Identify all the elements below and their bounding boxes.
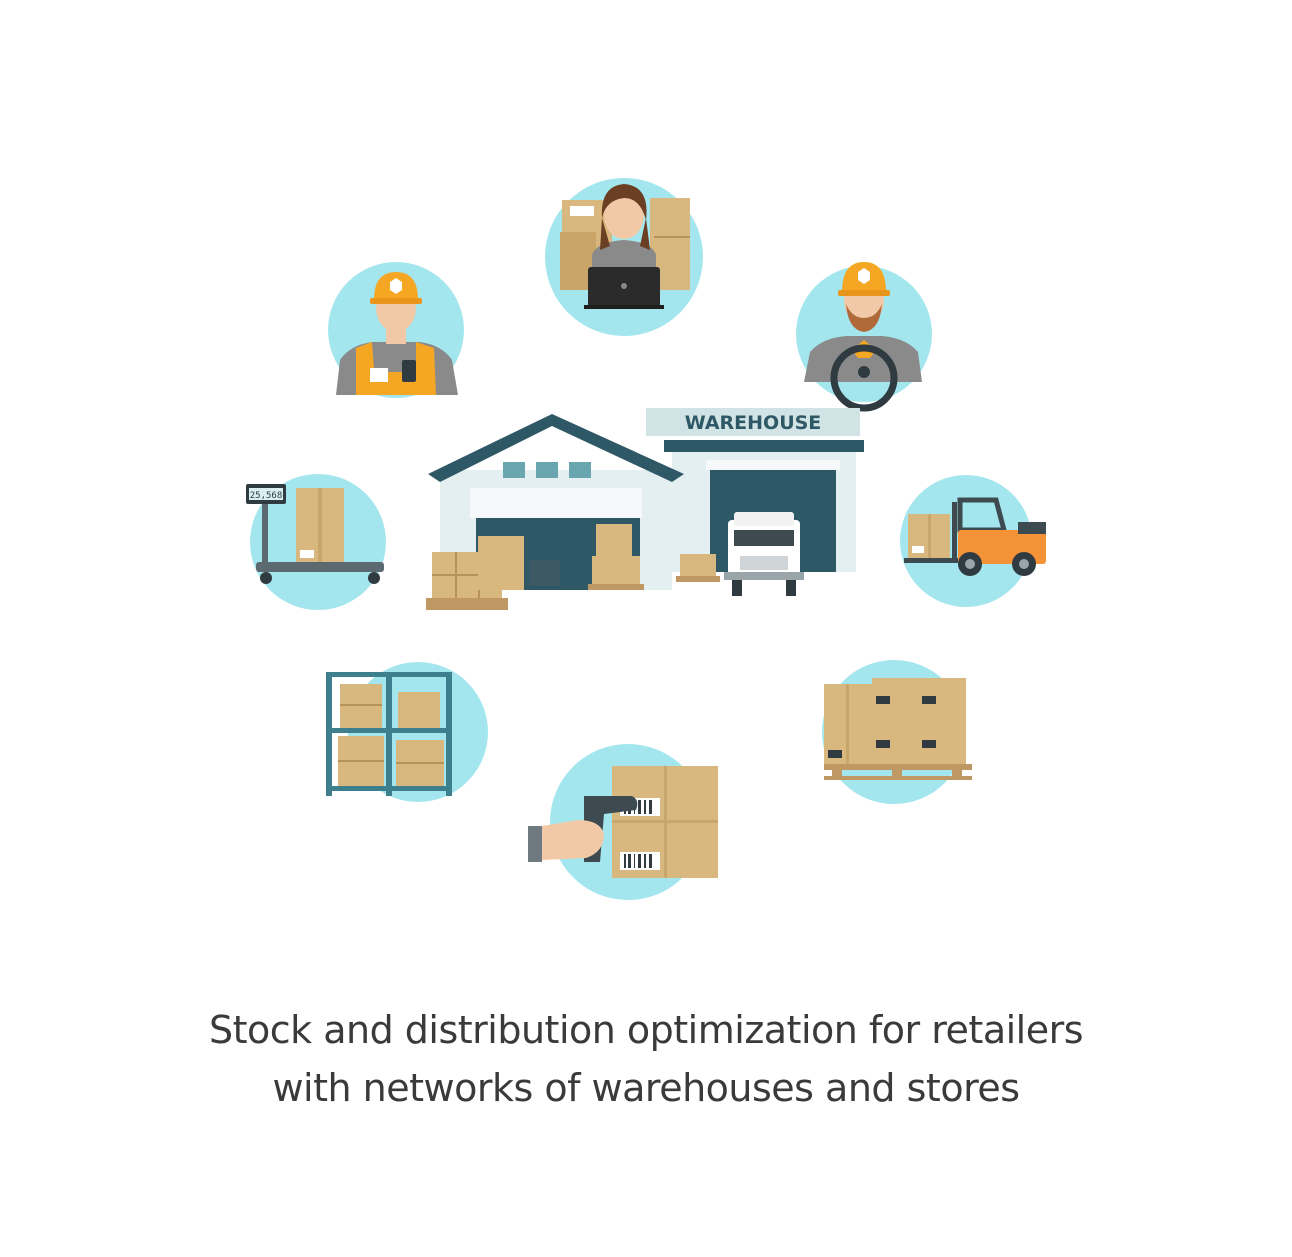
call-center-operator-icon [545,178,703,336]
pallet-boxes-icon [822,660,972,804]
warehouse-sign: WAREHOUSE [685,412,822,434]
caption-line-2: with networks of warehouses and stores [272,1066,1020,1110]
warehouse-worker-icon [328,262,464,398]
truck-driver-icon [796,262,932,412]
warehouse-illustration: 25,568 [246,178,1046,900]
warehouse-building: WAREHOUSE [426,408,864,610]
caption-line-1: Stock and distribution optimization for … [208,1008,1084,1052]
scale-display: 25,568 [250,491,283,501]
weighing-scale-icon: 25,568 [246,474,386,610]
storage-rack-icon [326,662,488,802]
forklift-icon [900,475,1046,607]
barcode-scanner-icon [528,744,718,900]
